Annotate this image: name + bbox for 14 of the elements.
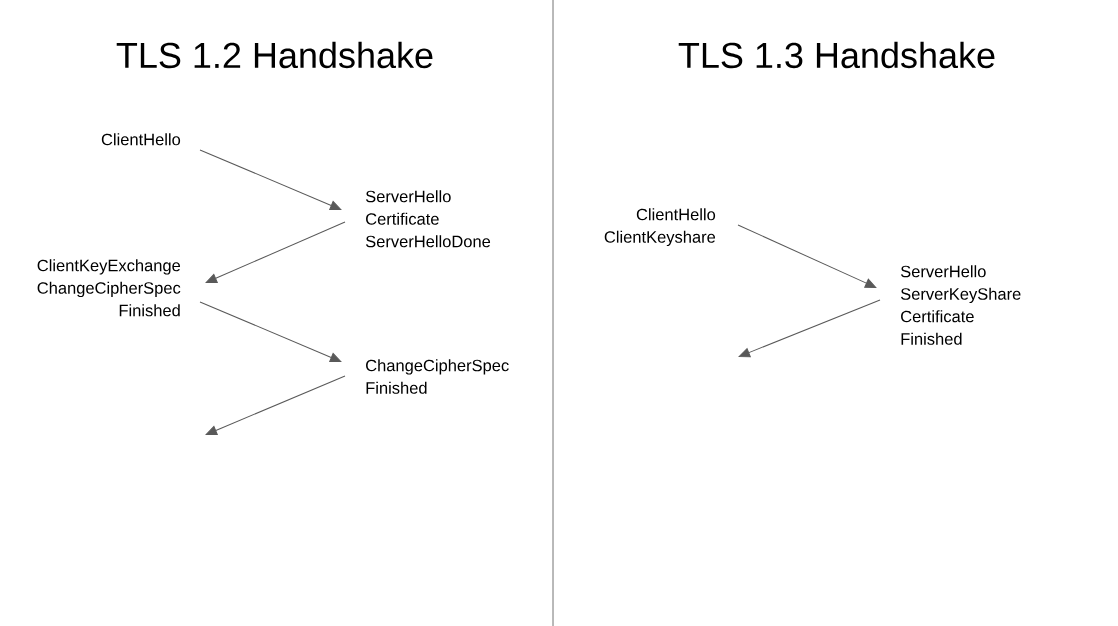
arrow — [205, 221, 346, 283]
message-text: ClientHello ClientKeyshare — [604, 208, 716, 247]
heading: TLS 1.3 Handshake — [678, 41, 995, 69]
message-text: ClientHello — [101, 133, 181, 146]
arrow — [205, 375, 346, 436]
arrow — [737, 224, 877, 288]
heading: TLS 1.2 Handshake — [116, 41, 433, 69]
message-text: ServerHello ServerKeyShare Certificate Finished — [900, 265, 1021, 345]
message-text: ServerHello Certificate ServerHelloDone — [365, 190, 491, 248]
arrow — [199, 149, 342, 211]
message-text: ChangeCipherSpec Finished — [366, 359, 509, 394]
message-text: ClientKeyExchange ChangeCipherSpec Finished — [37, 259, 181, 317]
arrow — [738, 299, 881, 358]
arrow — [199, 301, 342, 363]
